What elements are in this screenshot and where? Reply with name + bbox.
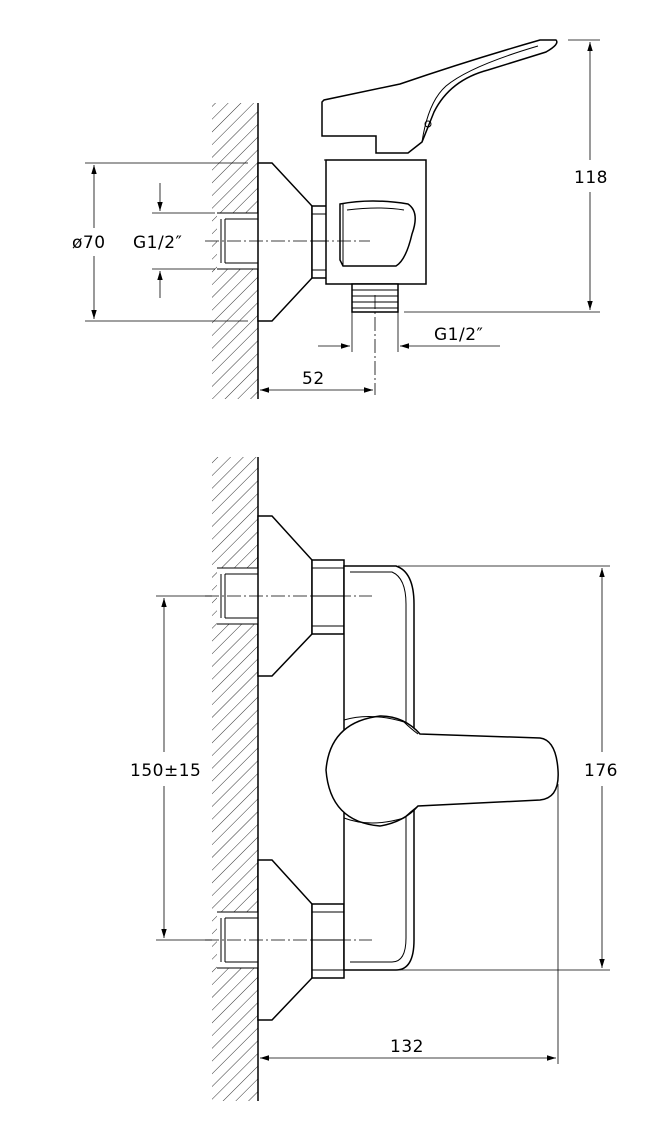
dim-body-height: 176: [398, 565, 618, 971]
dim-inlet-spacing: 150±15: [130, 595, 212, 941]
dim-body-height-label: 176: [584, 761, 618, 781]
dim-total-depth-label: 132: [390, 1037, 424, 1057]
lever-handle-front: [325, 715, 559, 827]
wall-section: [212, 103, 259, 399]
dim-inlet-thread-label: G1/2″: [133, 233, 182, 253]
dim-inlet-thread: G1/2″: [133, 183, 215, 298]
dim-height-label: 118: [574, 168, 608, 188]
dim-depth-label: 52: [302, 369, 325, 389]
upper-hex-nut: [311, 559, 345, 635]
lower-hex-nut: [311, 903, 345, 979]
dim-depth: 52: [260, 369, 373, 393]
dim-flange-diameter: ø70: [72, 162, 248, 322]
mixer-body-side: [325, 159, 427, 313]
dim-total-depth: 132: [260, 784, 559, 1064]
dim-height: 118: [404, 39, 608, 313]
dim-flange-diameter-label: ø70: [72, 233, 106, 253]
wall-section-front: [212, 457, 259, 1101]
lever-handle-side: [321, 39, 558, 161]
dim-outlet-thread: G1/2″: [318, 312, 500, 352]
flange-shape: [257, 162, 313, 322]
dim-outlet-thread-label: G1/2″: [434, 325, 483, 345]
dim-inlet-spacing-label: 150±15: [130, 761, 201, 781]
side-view: ø70 G1/2″ 118 G1/2″ 5: [72, 39, 608, 399]
front-view: 150±15 176 132: [130, 457, 618, 1101]
